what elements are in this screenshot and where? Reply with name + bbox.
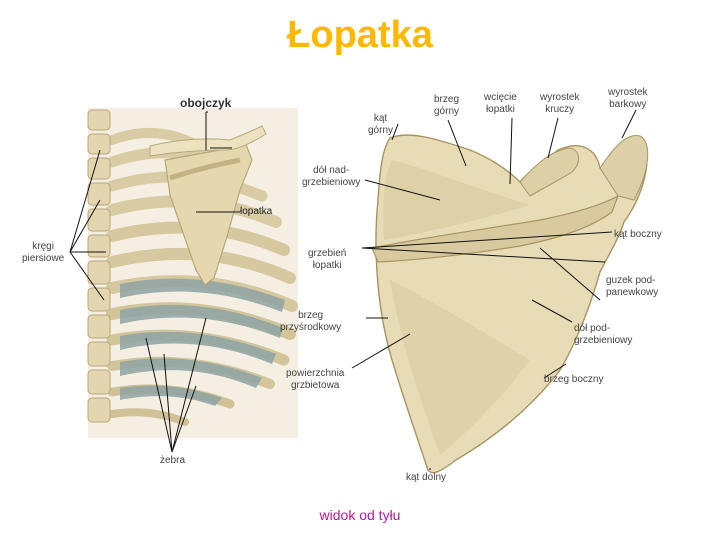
label-dol-podgrzebieniowy: dół pod- grzebieniowy [574, 323, 632, 347]
label-wciecie-lopatki: wcięcie łopatki [484, 92, 517, 116]
label-kregi-piersiowe: kręgi piersiowe [22, 241, 64, 265]
label-kat-boczny: kąt boczny [614, 229, 662, 241]
label-lopatka: łopatka [240, 206, 272, 218]
label-guzek-podpanewkowy: guzek pod- panewkowy [606, 275, 658, 299]
label-kat-gorny: kąt górny [368, 113, 393, 137]
label-brzeg-gorny: brzeg górny [434, 94, 459, 118]
label-wyrostek-barkowy: wyrostek barkowy [608, 87, 647, 111]
label-powierzchnia-grzbietowa: powierzchnia grzbietowa [286, 368, 344, 392]
label-wyrostek-kruczy: wyrostek kruczy [540, 92, 579, 116]
scapula-large [372, 135, 648, 473]
label-brzeg-przysrodkowy: brzeg przyśrodkowy [280, 310, 341, 334]
label-obojczyk: obojczyk [180, 97, 231, 109]
ribcage-illustration [88, 108, 298, 438]
label-brzeg-boczny: brzeg boczny [544, 374, 603, 386]
label-dol-nadgrzebieniowy: dół nad- grzebieniowy [302, 165, 360, 189]
label-zebra: żebra [160, 455, 185, 467]
label-kat-dolny: kąt dolny [406, 472, 446, 484]
page-subtitle: widok od tyłu [0, 507, 720, 523]
label-grzebien-lopatki: grzebień łopatki [308, 248, 346, 272]
